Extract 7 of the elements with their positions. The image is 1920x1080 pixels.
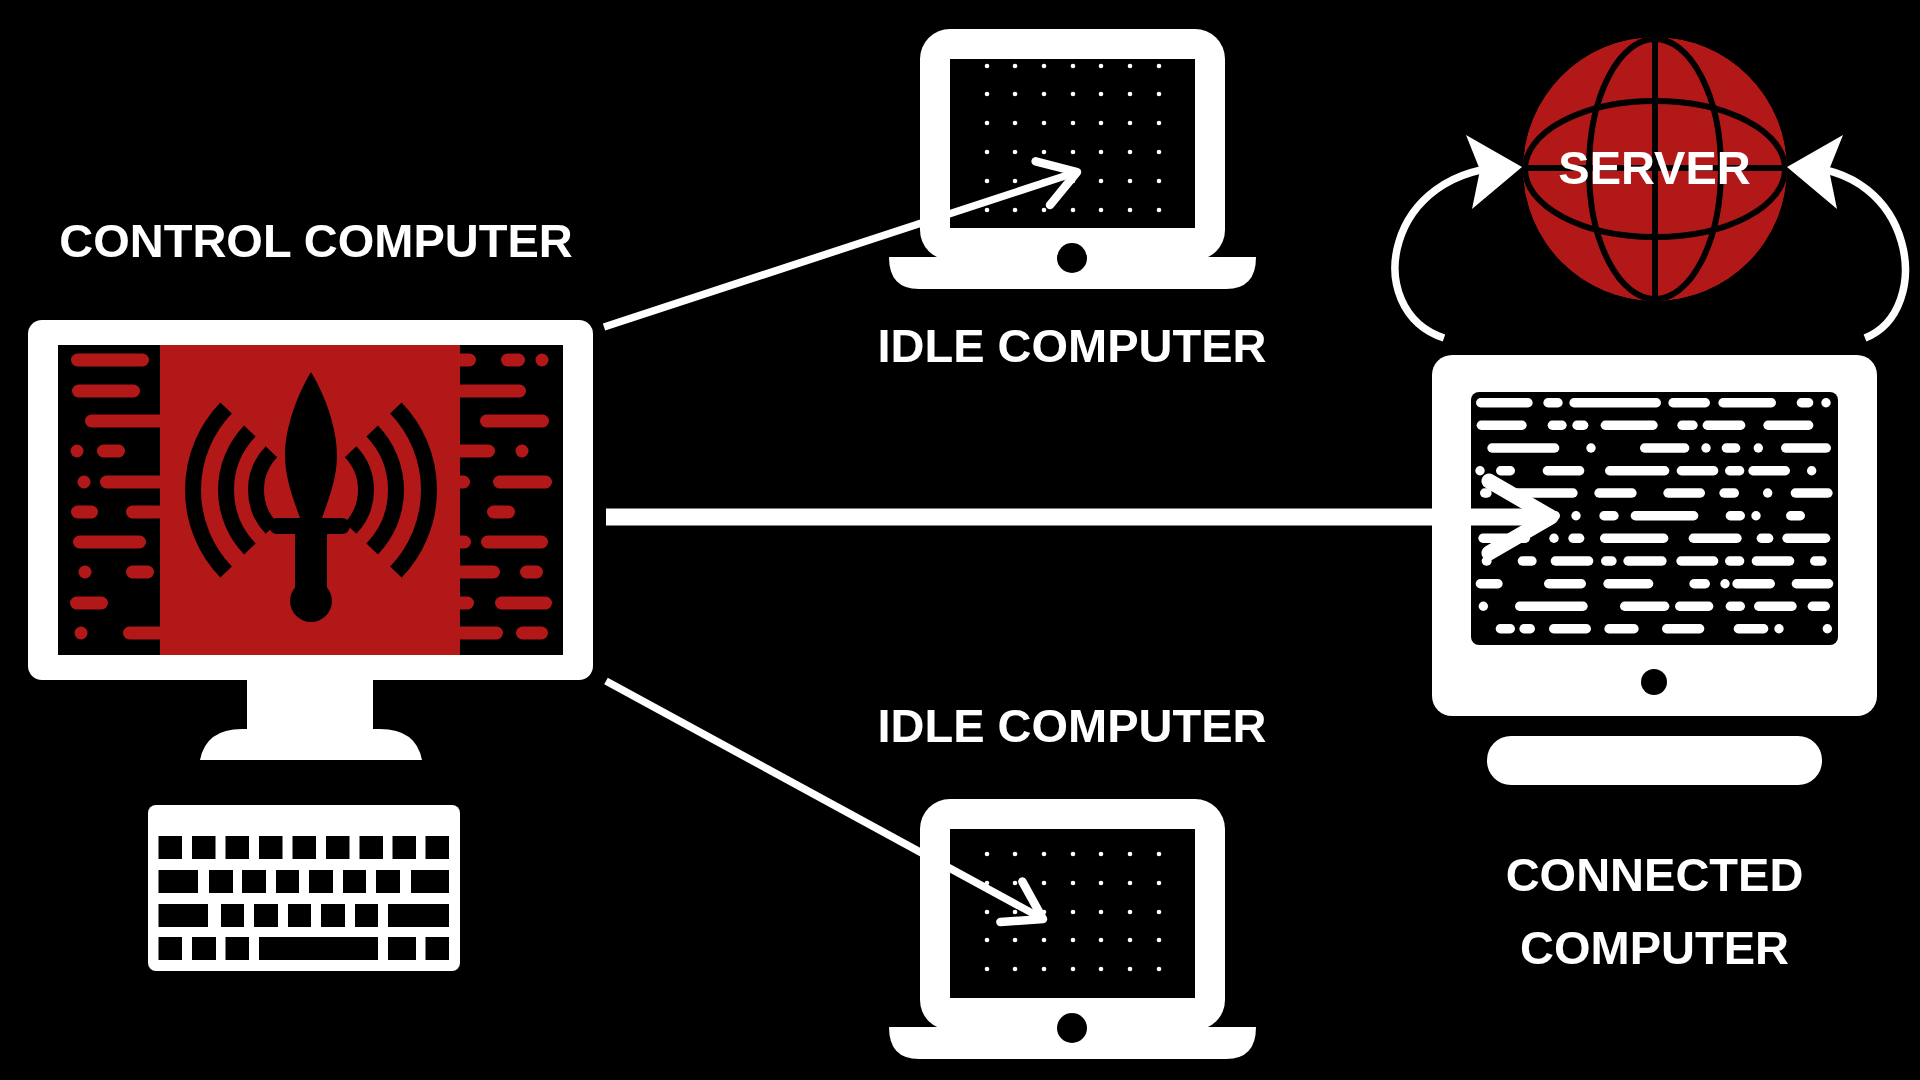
arrow [606, 473, 1559, 561]
arrow [602, 157, 1082, 331]
device-label: CONTROL COMPUTER [59, 217, 573, 264]
device-label: IDLE COMPUTER [877, 322, 1267, 369]
device-label: IDLE COMPUTER [877, 702, 1267, 749]
arrow [604, 677, 1048, 927]
device-label: CONNECTED COMPUTER [1505, 847, 1804, 976]
